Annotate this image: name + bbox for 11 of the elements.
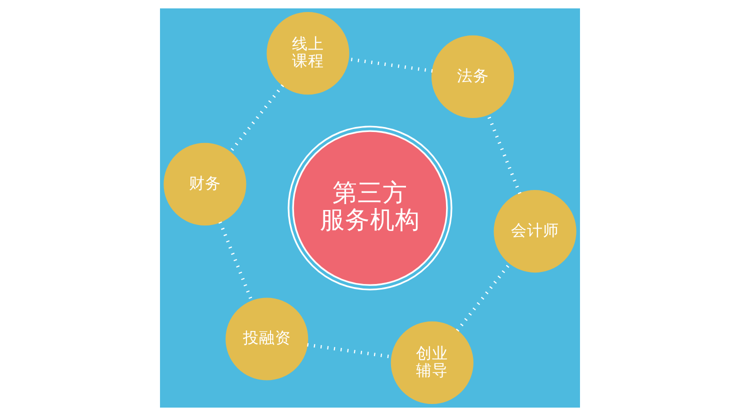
connector	[218, 221, 254, 302]
node-circle: 会计师	[494, 190, 576, 273]
node-circle: 法务	[431, 35, 514, 118]
node-circle: 投融资	[226, 298, 308, 380]
node-circle: 线上课程	[266, 12, 350, 95]
connector	[456, 262, 512, 332]
node-circle: 第三方服务机构	[288, 126, 452, 290]
connector	[486, 114, 522, 194]
connector	[228, 84, 284, 154]
node-circle: 财务	[164, 142, 246, 226]
node-circle: 创业辅导	[390, 321, 474, 404]
